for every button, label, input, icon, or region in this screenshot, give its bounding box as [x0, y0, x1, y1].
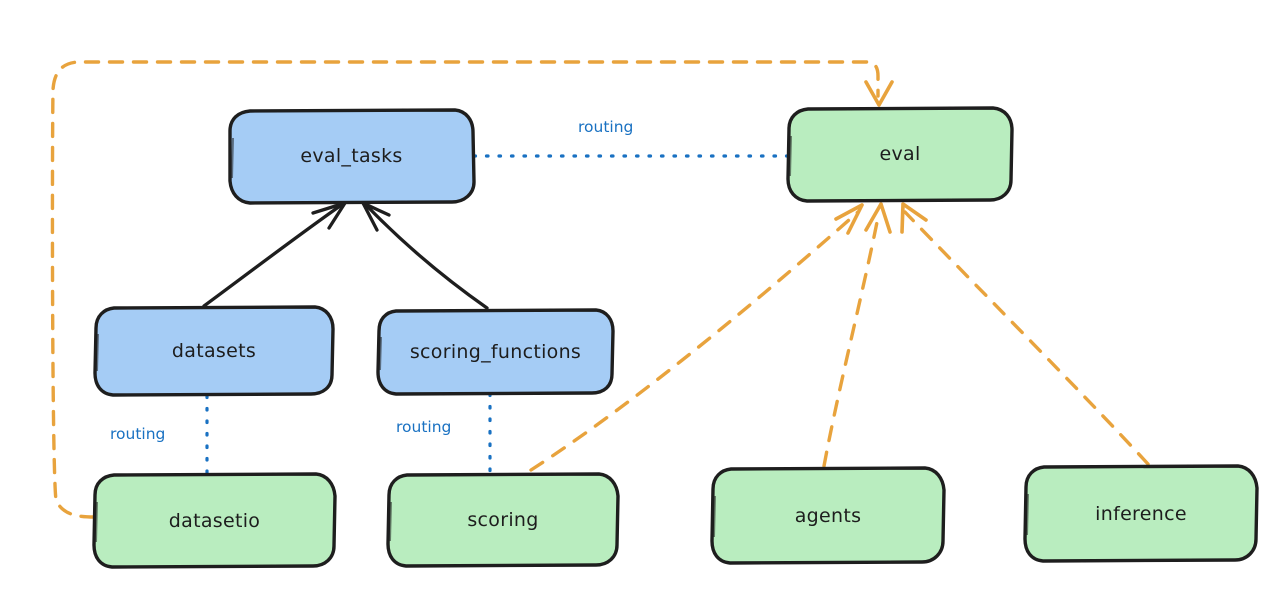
edge-inference-to-eval[interactable] [900, 202, 1150, 466]
routing-edges [205, 154, 789, 476]
node-scoring[interactable] [386, 472, 620, 568]
edge-agents-to-eval[interactable] [822, 202, 892, 468]
edge-scoring-functions-to-eval-tasks[interactable] [361, 201, 489, 310]
nodes [92, 106, 1259, 569]
edge-datasets-to-eval-tasks[interactable] [202, 201, 347, 308]
node-eval[interactable] [786, 106, 1014, 203]
node-datasets[interactable] [93, 305, 335, 397]
node-inference[interactable] [1023, 464, 1259, 563]
node-eval-tasks[interactable] [228, 108, 476, 205]
edge-datasetio-to-eval[interactable] [50, 60, 894, 519]
node-agents[interactable] [710, 466, 946, 565]
edge-label-routing-scoring: routing [396, 418, 452, 436]
edge-label-routing-datasetio: routing [110, 425, 166, 443]
edge-label-routing-eval: routing [578, 118, 634, 136]
structural-edges [202, 201, 489, 310]
dependency-edges [50, 60, 1150, 519]
node-datasetio[interactable] [92, 472, 337, 569]
edge-scoring-to-eval[interactable] [529, 203, 864, 472]
node-scoring-functions[interactable] [376, 308, 615, 396]
